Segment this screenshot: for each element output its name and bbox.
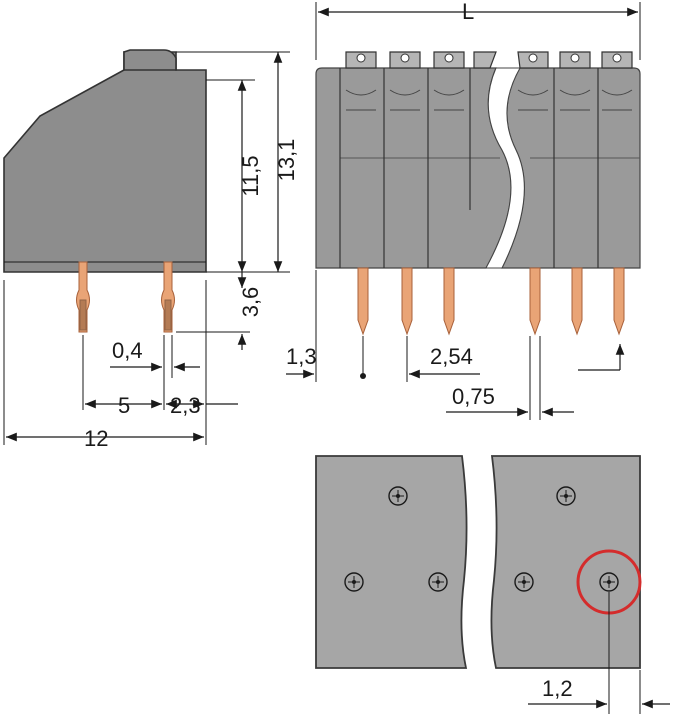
dim-edge-offset: 1,3 (286, 344, 317, 369)
side-housing-latch (123, 49, 177, 71)
front-clamp-heads (345, 51, 633, 69)
pcb-left (315, 455, 468, 669)
hole-1 (388, 486, 408, 506)
side-pin-right (161, 261, 175, 333)
dim-pitch: 2,54 (430, 344, 473, 369)
dim-depth: 12 (84, 426, 108, 451)
front-housing-left (315, 67, 512, 269)
dim-pin-thickness: 0,4 (112, 338, 143, 363)
dim-length: L (462, 0, 474, 24)
hole-4 (428, 572, 448, 592)
dim-pin-spacing: 5 (118, 393, 130, 418)
dim-pin-offset: 2,3 (170, 393, 201, 418)
front-view: L (286, 0, 641, 420)
front-clamps (339, 68, 599, 268)
hole-6 (599, 572, 619, 592)
hole-2 (556, 486, 576, 506)
hole-5 (514, 572, 534, 592)
pcb-right (490, 455, 641, 669)
dim-pin-length: 3,6 (238, 287, 263, 318)
pcb-holes (344, 486, 619, 592)
dim-height-body: 11,5 (238, 155, 263, 196)
hole-3 (344, 572, 364, 592)
pcb-layout: 1,2 (315, 455, 670, 714)
dim-height-total: 13,1 (274, 139, 299, 182)
dim-hole-diameter: 1,2 (542, 676, 573, 701)
side-view: 11,5 13,1 3,6 0,4 5 2,3 12 (3, 49, 299, 451)
dim-pin-width: 0,75 (452, 384, 495, 409)
front-pins (357, 267, 625, 336)
side-pin-left (76, 261, 90, 333)
side-housing (3, 51, 207, 273)
